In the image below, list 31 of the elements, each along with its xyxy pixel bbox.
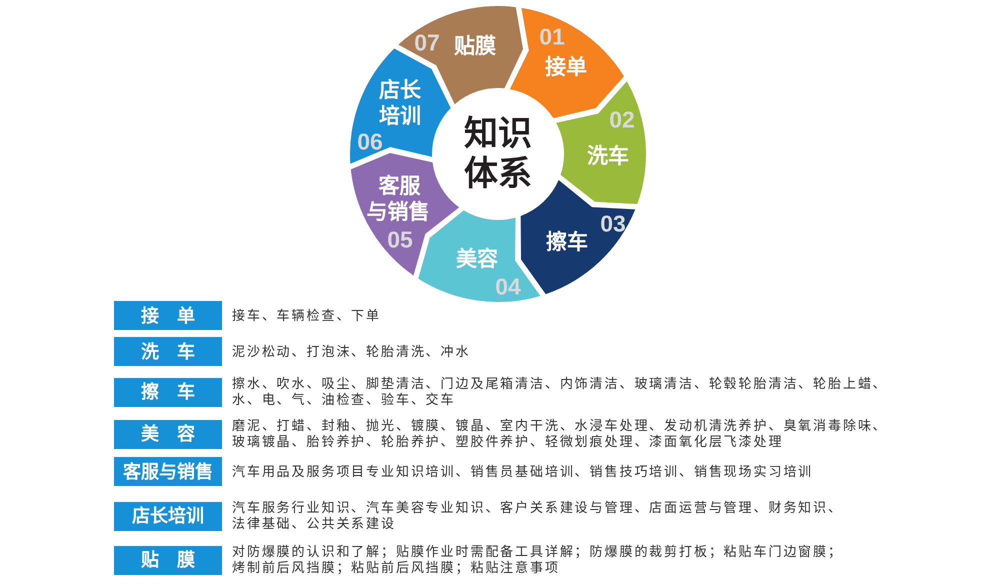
segment-label: 贴膜 (454, 34, 496, 60)
segment-label: 擦车 (546, 230, 588, 256)
segment-label: 美容 (456, 247, 498, 273)
step-number: 06 (357, 130, 383, 154)
cycle-segment (398, 6, 524, 105)
step-number: 07 (414, 32, 440, 54)
segment-label: 店长培训 (378, 78, 422, 130)
category-tag: 擦 车 (114, 378, 222, 406)
category-tag: 洗 车 (114, 337, 222, 366)
step-number: 03 (600, 212, 626, 236)
description-text: 泥沙松动、打泡沫、轮胎清洗、冲水 (232, 344, 472, 360)
description-text: 擦水、吹水、吸尘、脚垫清洁、门边及尾箱清洁、内饰清洁、玻璃清洁、轮毂轮胎清洁、轮胎上蜡、水、电、气、油检查、验车、交车 (232, 376, 889, 408)
category-tag: 接 单 (114, 301, 222, 330)
cycle-segment (556, 81, 646, 205)
description-text: 磨泥、打蜡、封釉、抛光、镀膜、镀晶、室内干洗、水浸车处理、发动机清洗养护、臭氧消毒除味、玻璃镀晶、胎铃养护、轮胎养护、塑胶件养护、轻微划痕处理、漆面氧化层飞漆处理 (232, 418, 889, 450)
category-tag: 美 容 (114, 420, 222, 448)
category-tag: 贴 膜 (114, 546, 222, 574)
segment-label: 客服与销售 (366, 174, 430, 226)
step-number: 02 (609, 108, 635, 132)
step-number: 05 (387, 228, 413, 252)
step-number: 04 (495, 276, 521, 298)
center-title: 知识体系 (463, 114, 533, 194)
category-tag: 店长培训 (114, 502, 222, 530)
segment-label: 接单 (545, 55, 587, 81)
description-text: 接车、车辆检查、下单 (232, 308, 382, 324)
category-tag: 客服与销售 (114, 457, 222, 486)
description-text: 对防爆膜的认识和了解；贴膜作业时需配备工具详解；防爆膜的裁剪打板；粘贴车门边窗膜；烤制前后风挡膜；粘贴前后风挡膜；粘贴注意事项 (232, 544, 844, 576)
segment-label: 洗车 (587, 144, 629, 170)
step-number: 01 (539, 26, 565, 48)
description-text: 汽车用品及服务项目专业知识培训、销售员基础培训、销售技巧培训、销售现场实习培训 (232, 464, 814, 480)
description-text: 汽车服务行业知识、汽车美容专业知识、客户关系建设与管理、店面运营与管理、财务知识、法律基础、公共关系建设 (232, 500, 844, 532)
